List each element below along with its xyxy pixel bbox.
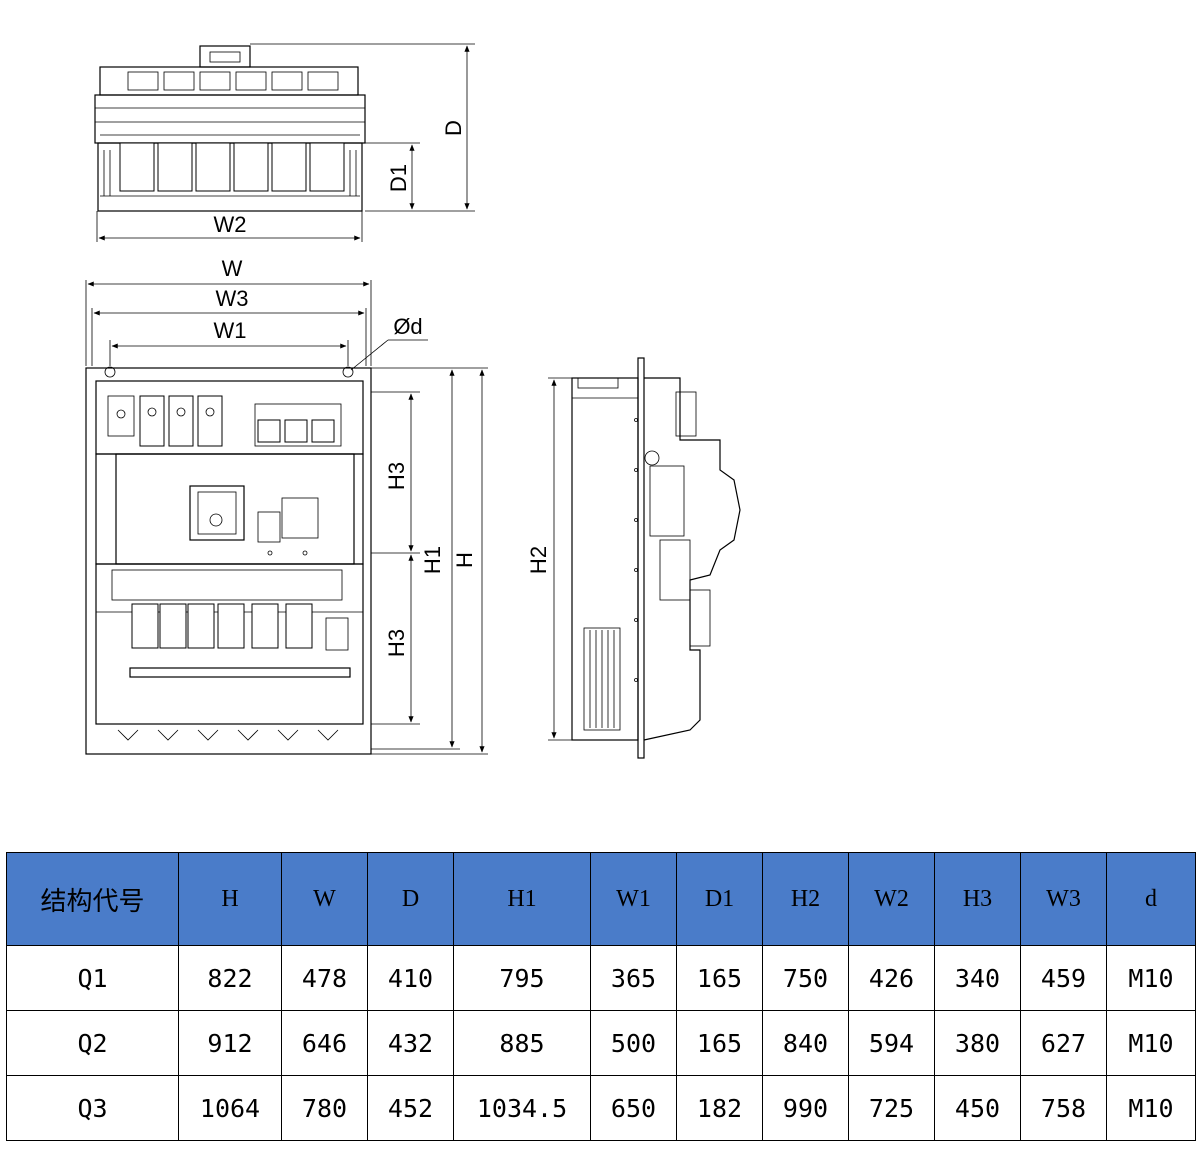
table-cell: M10 xyxy=(1106,945,1196,1011)
table-cell: 627 xyxy=(1020,1010,1107,1076)
table-cell: 780 xyxy=(281,1075,368,1141)
top-view xyxy=(94,45,366,212)
table-cell: 990 xyxy=(762,1075,849,1141)
table-cell: 594 xyxy=(848,1010,935,1076)
table-cell: 450 xyxy=(934,1075,1021,1141)
table-cell: 758 xyxy=(1020,1075,1107,1141)
header-h3: H3 xyxy=(934,852,1021,946)
dim-label-w2: W2 xyxy=(214,212,247,237)
header-w: W xyxy=(281,852,368,946)
table-cell: 182 xyxy=(676,1075,763,1141)
dimension-drawing: D D1 W2 xyxy=(85,43,741,759)
table-cell: 912 xyxy=(178,1010,282,1076)
table-cell: 1034.5 xyxy=(453,1075,591,1141)
table-cell: 500 xyxy=(590,1010,677,1076)
dim-label-phi-d: Ød xyxy=(393,314,422,339)
top-view-dimensions: D D1 W2 xyxy=(96,43,475,242)
dim-label-h2: H2 xyxy=(526,546,551,574)
header-w2: W2 xyxy=(848,852,935,946)
dim-label-h3-upper: H3 xyxy=(384,462,409,490)
side-view xyxy=(571,357,741,759)
dim-label-h1: H1 xyxy=(420,546,445,574)
table-cell: 410 xyxy=(367,945,454,1011)
table-cell: 795 xyxy=(453,945,591,1011)
table-row: Q1 822 478 410 795 365 165 750 426 340 4… xyxy=(6,945,1196,1011)
table-cell: 1064 xyxy=(178,1075,282,1141)
front-view xyxy=(85,366,372,755)
table-cell: Q3 xyxy=(6,1075,179,1141)
header-d1: D1 xyxy=(676,852,763,946)
dim-label-w: W xyxy=(222,256,243,281)
table-header-row: 结构代号 H W D H1 W1 D1 H2 W2 H3 W3 d xyxy=(6,852,1196,946)
table-cell: 365 xyxy=(590,945,677,1011)
table-row: Q3 1064 780 452 1034.5 650 182 990 725 4… xyxy=(6,1075,1196,1141)
header-w1: W1 xyxy=(590,852,677,946)
table-cell: M10 xyxy=(1106,1075,1196,1141)
dim-label-h: H xyxy=(452,552,477,568)
table-cell: 165 xyxy=(676,1010,763,1076)
table-cell: 840 xyxy=(762,1010,849,1076)
dim-label-w3: W3 xyxy=(216,286,249,311)
table-cell: 725 xyxy=(848,1075,935,1141)
dim-label-w1: W1 xyxy=(214,318,247,343)
table-cell: 646 xyxy=(281,1010,368,1076)
table-cell: 885 xyxy=(453,1010,591,1076)
dim-label-d: D xyxy=(441,120,466,136)
header-h: H xyxy=(178,852,282,946)
side-view-dimensions: H2 xyxy=(526,377,572,741)
header-w3: W3 xyxy=(1020,852,1107,946)
table-cell: 340 xyxy=(934,945,1021,1011)
table-cell: Q2 xyxy=(6,1010,179,1076)
header-h2: H2 xyxy=(762,852,849,946)
table-cell: Q1 xyxy=(6,945,179,1011)
table-row: Q2 912 646 432 885 500 165 840 594 380 6… xyxy=(6,1010,1196,1076)
header-d: D xyxy=(367,852,454,946)
table-cell: 165 xyxy=(676,945,763,1011)
table-cell: M10 xyxy=(1106,1010,1196,1076)
header-structure-code: 结构代号 xyxy=(6,852,179,946)
header-h1: H1 xyxy=(453,852,591,946)
table-cell: 459 xyxy=(1020,945,1107,1011)
table-cell: 380 xyxy=(934,1010,1021,1076)
table-cell: 426 xyxy=(848,945,935,1011)
table-cell: 478 xyxy=(281,945,368,1011)
table-cell: 650 xyxy=(590,1075,677,1141)
spec-table: 结构代号 H W D H1 W1 D1 H2 W2 H3 W3 d Q1 822… xyxy=(6,852,1196,1141)
header-bolt-d: d xyxy=(1106,852,1196,946)
table-cell: 432 xyxy=(367,1010,454,1076)
table-cell: 822 xyxy=(178,945,282,1011)
dim-label-d1: D1 xyxy=(386,164,411,192)
dim-label-h3-lower: H3 xyxy=(384,629,409,657)
front-view-dimensions: W W3 W1 Ød H3 H3 H1 H xyxy=(85,256,488,755)
table-cell: 750 xyxy=(762,945,849,1011)
table-cell: 452 xyxy=(367,1075,454,1141)
